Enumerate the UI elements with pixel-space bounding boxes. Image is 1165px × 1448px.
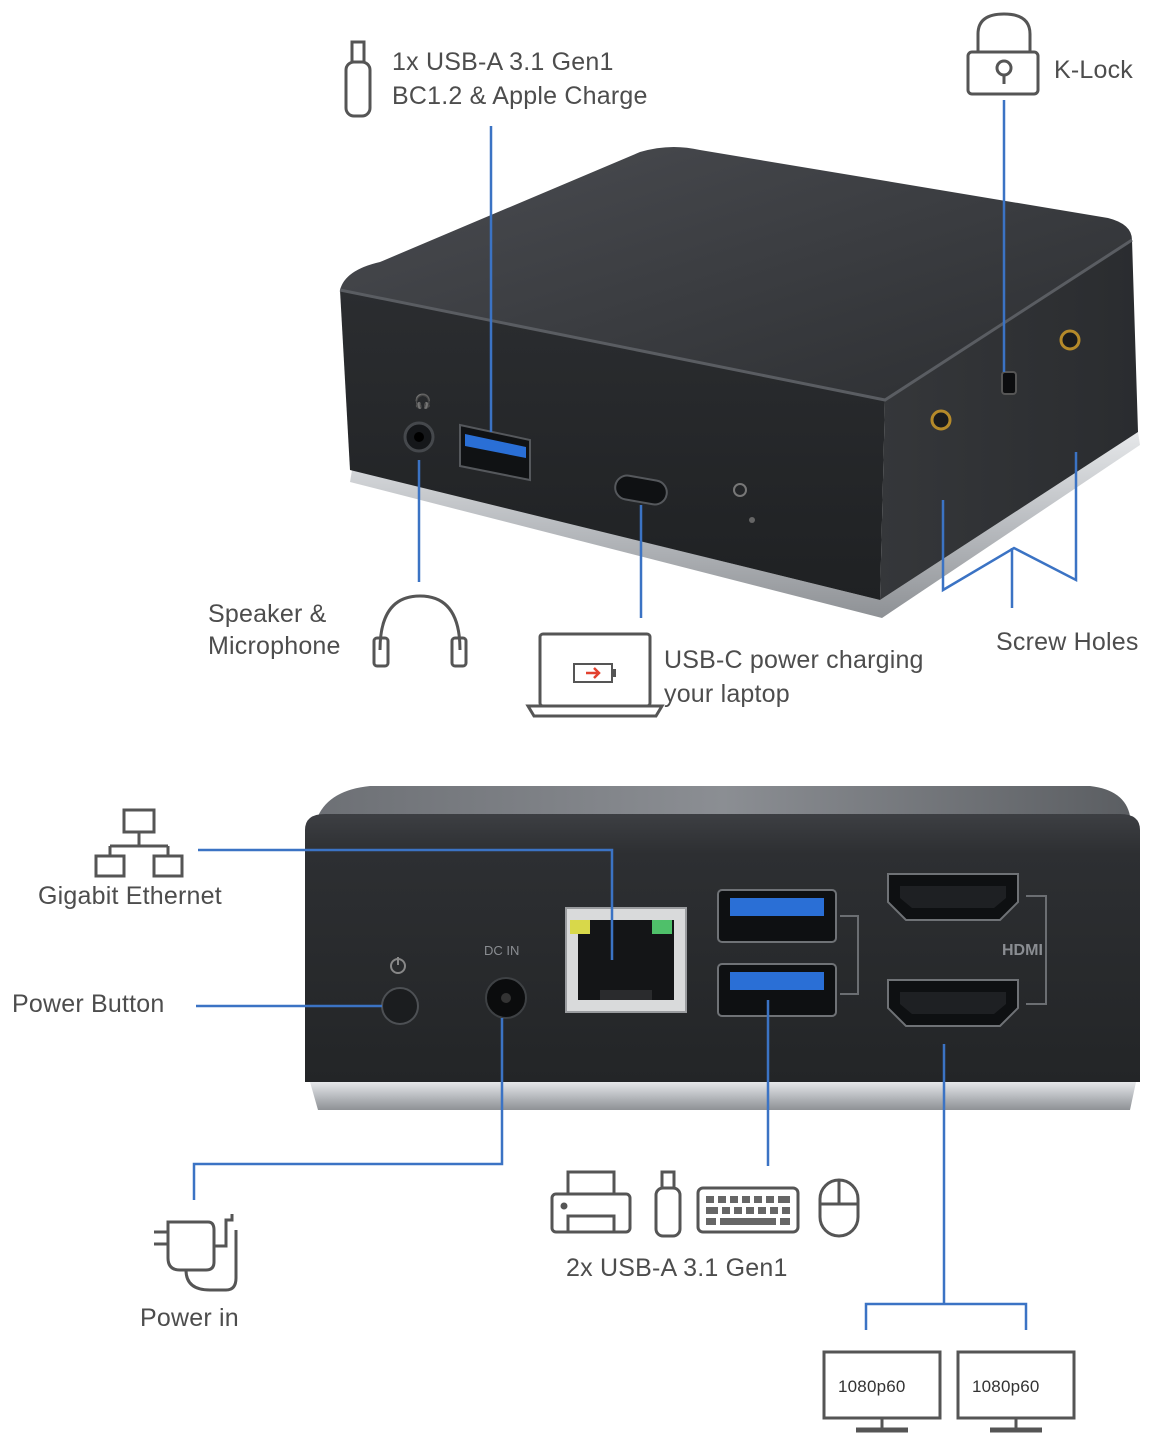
- keyboard-icon: [696, 1186, 800, 1234]
- speaker-label-line2: Microphone: [208, 632, 341, 660]
- monitor-icon-1: [822, 1350, 942, 1433]
- laptop-charging-icon: [525, 632, 665, 718]
- gigabit-ethernet-label: Gigabit Ethernet: [38, 882, 222, 910]
- usb-stick-icon: [344, 40, 372, 118]
- svg-text:🎧: 🎧: [414, 393, 431, 410]
- speaker-label-line1: Speaker &: [208, 600, 327, 628]
- headphones-icon: [372, 594, 468, 668]
- back-top-bevel: [318, 786, 1130, 816]
- monitor-icon-2: [956, 1350, 1076, 1433]
- hdmi-port-upper: [887, 873, 1019, 921]
- hdmi-label: HDMI: [1002, 942, 1043, 959]
- usb-a-port-front: [459, 423, 531, 482]
- dock-back-view: DC IN HDMI: [305, 786, 1140, 1110]
- dc-in-label: DC IN: [484, 943, 519, 958]
- usb-a-port-upper: [717, 889, 837, 943]
- power-in-label: Power in: [140, 1304, 239, 1332]
- usb-a-top-label-line2: BC1.2 & Apple Charge: [392, 82, 648, 110]
- screw-holes-label: Screw Holes: [996, 628, 1139, 656]
- screw-hole-2: [1059, 329, 1081, 351]
- usb-a-top-label-line1: 1x USB-A 3.1 Gen1: [392, 48, 614, 76]
- silver-base-bottom: [310, 1082, 1136, 1110]
- edge-highlight: [339, 238, 1133, 402]
- usb-a-port-lower: [717, 963, 837, 1017]
- dock-front-view: 🎧: [339, 146, 1140, 618]
- k-lock-slot: [1001, 371, 1017, 395]
- monitor-2-label: 1080p60: [972, 1377, 1040, 1396]
- leader-lines-top: [417, 100, 1078, 618]
- power-button-label: Power Button: [12, 990, 165, 1018]
- ethernet-port: [565, 907, 687, 1013]
- usb-stick-bottom-icon: [654, 1170, 682, 1238]
- usbc-label-line2: your laptop: [664, 680, 790, 708]
- k-lock-label: K-Lock: [1054, 56, 1134, 84]
- network-icon: [94, 808, 184, 878]
- monitor-1-label: 1080p60: [838, 1377, 906, 1396]
- power-button: [381, 987, 419, 1025]
- mouse-icon: [818, 1178, 860, 1238]
- printer-icon: [550, 1170, 632, 1234]
- leader-lines-bottom: [192, 848, 1028, 1330]
- side-face: [880, 240, 1138, 600]
- screw-hole-1: [930, 409, 952, 431]
- usb-c-port-front: [614, 474, 668, 506]
- usbc-label-line1: USB-C power charging: [664, 646, 924, 674]
- padlock-icon: [966, 12, 1040, 96]
- top-face: [340, 146, 1132, 400]
- hdmi-port-lower: [887, 979, 1019, 1027]
- power-adapter-icon: [154, 1214, 238, 1292]
- usb-a-bottom-label: 2x USB-A 3.1 Gen1: [566, 1254, 788, 1282]
- front-face: [340, 290, 885, 600]
